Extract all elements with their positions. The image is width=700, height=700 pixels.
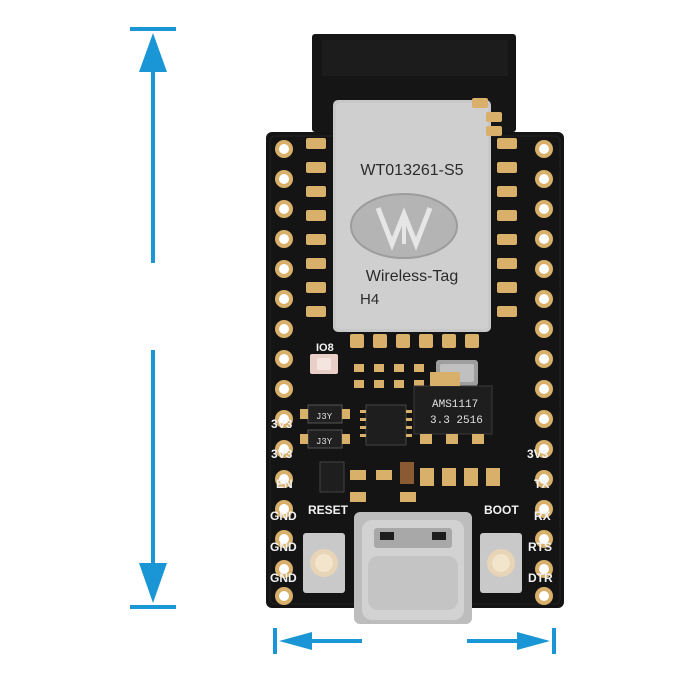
diode-2-mark: J3Y [316,437,333,447]
right-pin-label: RTS [528,540,552,554]
module-part-number: WT013261-S5 [360,162,463,179]
io8-label: IO8 [316,342,334,354]
reset-label: RESET [308,503,349,517]
usb-c-connector [354,512,472,624]
right-pin-label: 3V3 [527,447,549,461]
voltage-regulator [413,372,493,444]
boot-button [480,533,522,593]
passives-top [354,364,424,388]
right-pin-label: RX [534,509,551,523]
right-header-pins [535,140,553,605]
left-pin-label: 3V3 [271,417,293,431]
module-brand: Wireless-Tag [366,268,458,285]
vertical-dimension-arrow-icon [130,27,176,609]
usb-uart-chip [360,404,412,446]
left-pin-label: EN [276,477,293,491]
regulator-name: AMS1117 [432,399,478,411]
wifi-module: WT013261-S5 Wireless-Tag H4 [333,100,491,332]
diode-1 [300,404,350,424]
reset-button [303,533,345,593]
boot-label: BOOT [484,503,519,517]
module-variant: H4 [360,291,379,308]
right-pin-labels: 3V3 TX RX RTS DTR [527,447,553,585]
diode-2 [300,429,350,449]
left-pin-label: 3V3 [271,447,293,461]
right-pin-label: DTR [528,571,553,585]
left-header-pins [275,140,293,605]
left-pin-label: GND [270,509,297,523]
module-pads [306,98,517,348]
left-pin-labels: 3V3 3V3 EN GND GND GND [270,417,297,585]
wt-logo-icon [350,193,458,259]
io8-led [310,354,338,374]
left-pin-label: GND [270,540,297,554]
passives-bottom [319,461,500,502]
diode-1-mark: J3Y [316,412,333,422]
right-pin-label: TX [534,477,549,491]
regulator-code: 3.3 2516 [430,415,483,427]
horizontal-dimension-arrow-icon [273,628,556,654]
left-pin-label: GND [270,571,297,585]
